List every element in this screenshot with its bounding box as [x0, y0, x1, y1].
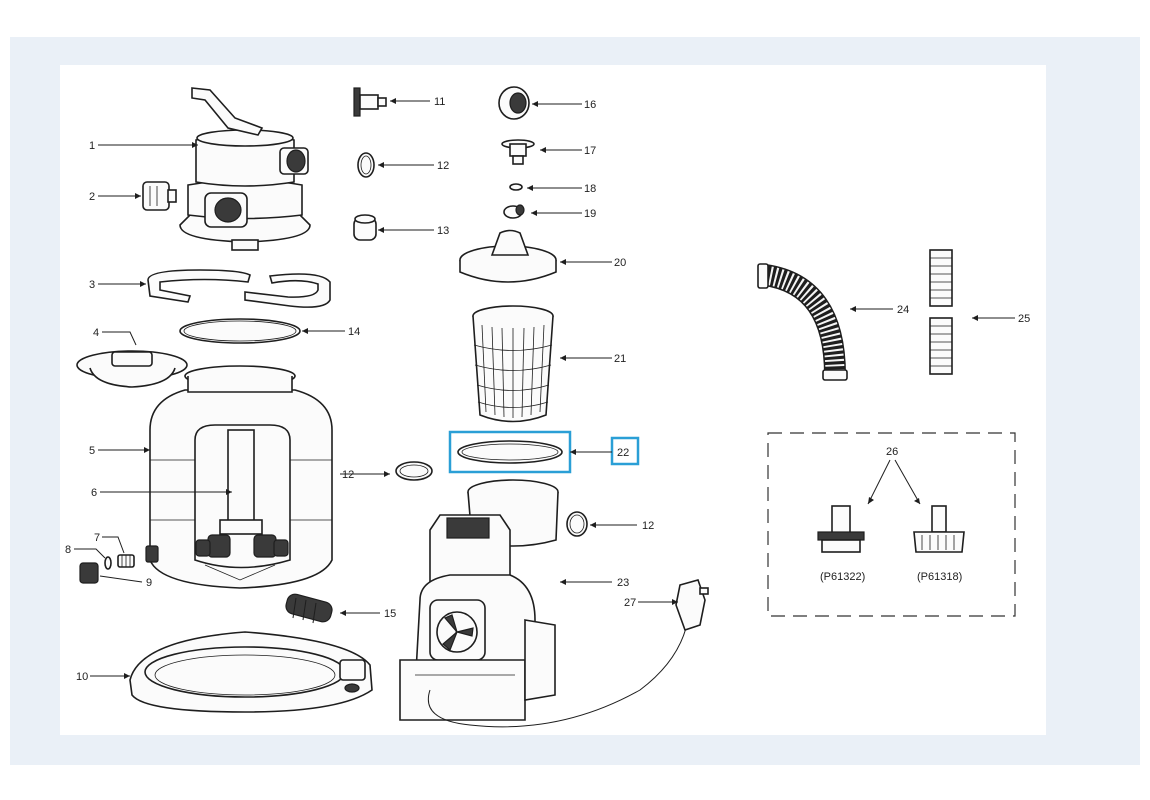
leader-arrowheads — [124, 98, 978, 679]
callout-19: 19 — [584, 208, 596, 220]
part-22-o-ring — [457, 440, 563, 464]
part-23-pump — [399, 479, 559, 721]
part-10-base — [129, 631, 373, 713]
callout-16: 16 — [584, 99, 596, 111]
callout-12-a: 12 — [437, 160, 449, 172]
callout-8: 8 — [65, 544, 71, 556]
callout-23: 23 — [617, 577, 629, 589]
part-25-hose — [929, 249, 953, 375]
callout-5: 5 — [89, 445, 95, 457]
part-27-power-cord — [428, 579, 709, 728]
callout-25: 25 — [1018, 313, 1030, 325]
part-20-pump-lid — [459, 229, 557, 283]
part-17-tail-piece — [501, 139, 535, 165]
callout-12-c: 12 — [642, 520, 654, 532]
part-16-union-nut — [498, 86, 530, 120]
leader-lines — [74, 100, 1015, 677]
part-9-drain-cap — [79, 545, 159, 584]
callout-17: 17 — [584, 145, 596, 157]
callout-22-highlight-box — [610, 436, 640, 466]
callout-12-b: 12 — [342, 469, 354, 481]
callout-15: 15 — [384, 608, 396, 620]
callout-10: 10 — [76, 671, 88, 683]
part-3-clamp — [147, 269, 331, 308]
part-1-multiport-valve — [179, 87, 311, 251]
part-19-screw — [503, 204, 525, 219]
callout-2: 2 — [89, 191, 95, 203]
part-18-small-o-ring — [509, 183, 523, 191]
callout-24: 24 — [897, 304, 909, 316]
part-21-strainer-basket — [472, 305, 554, 423]
callout-4: 4 — [93, 327, 99, 339]
part-14-o-ring — [179, 318, 301, 344]
kit-code-right: (P61318) — [917, 571, 962, 583]
callout-9: 9 — [146, 577, 152, 589]
part-26-adapter-right — [913, 505, 965, 553]
callout-21: 21 — [614, 353, 626, 365]
part-26-kit-box — [767, 432, 1016, 617]
callout-14: 14 — [348, 326, 360, 338]
part-11-air-release-valve — [353, 87, 387, 117]
part-12-o-ring-a — [357, 152, 375, 178]
part-6-laterals — [195, 429, 289, 581]
callout-11: 11 — [434, 96, 445, 108]
callout-13: 13 — [437, 225, 449, 237]
callout-26: 26 — [886, 446, 898, 458]
part-24-hose — [757, 263, 848, 381]
part-8-drain-o-ring — [104, 556, 112, 570]
callout-18: 18 — [584, 183, 596, 195]
callout-22: 22 — [617, 447, 629, 459]
callout-1: 1 — [89, 140, 95, 152]
callout-7: 7 — [94, 532, 100, 544]
part-4-diffuser — [76, 350, 188, 388]
part-7-drain-screen — [117, 554, 135, 568]
part-2-plug — [142, 181, 177, 211]
callout-27: 27 — [624, 597, 636, 609]
callout-3: 3 — [89, 279, 95, 291]
part-15-hose-adapter — [285, 593, 333, 624]
part-26-adapter-left — [817, 505, 865, 553]
callout-20: 20 — [614, 257, 626, 269]
part-13-knob — [353, 214, 377, 241]
callout-6: 6 — [91, 487, 97, 499]
kit-code-left: (P61322) — [820, 571, 865, 583]
